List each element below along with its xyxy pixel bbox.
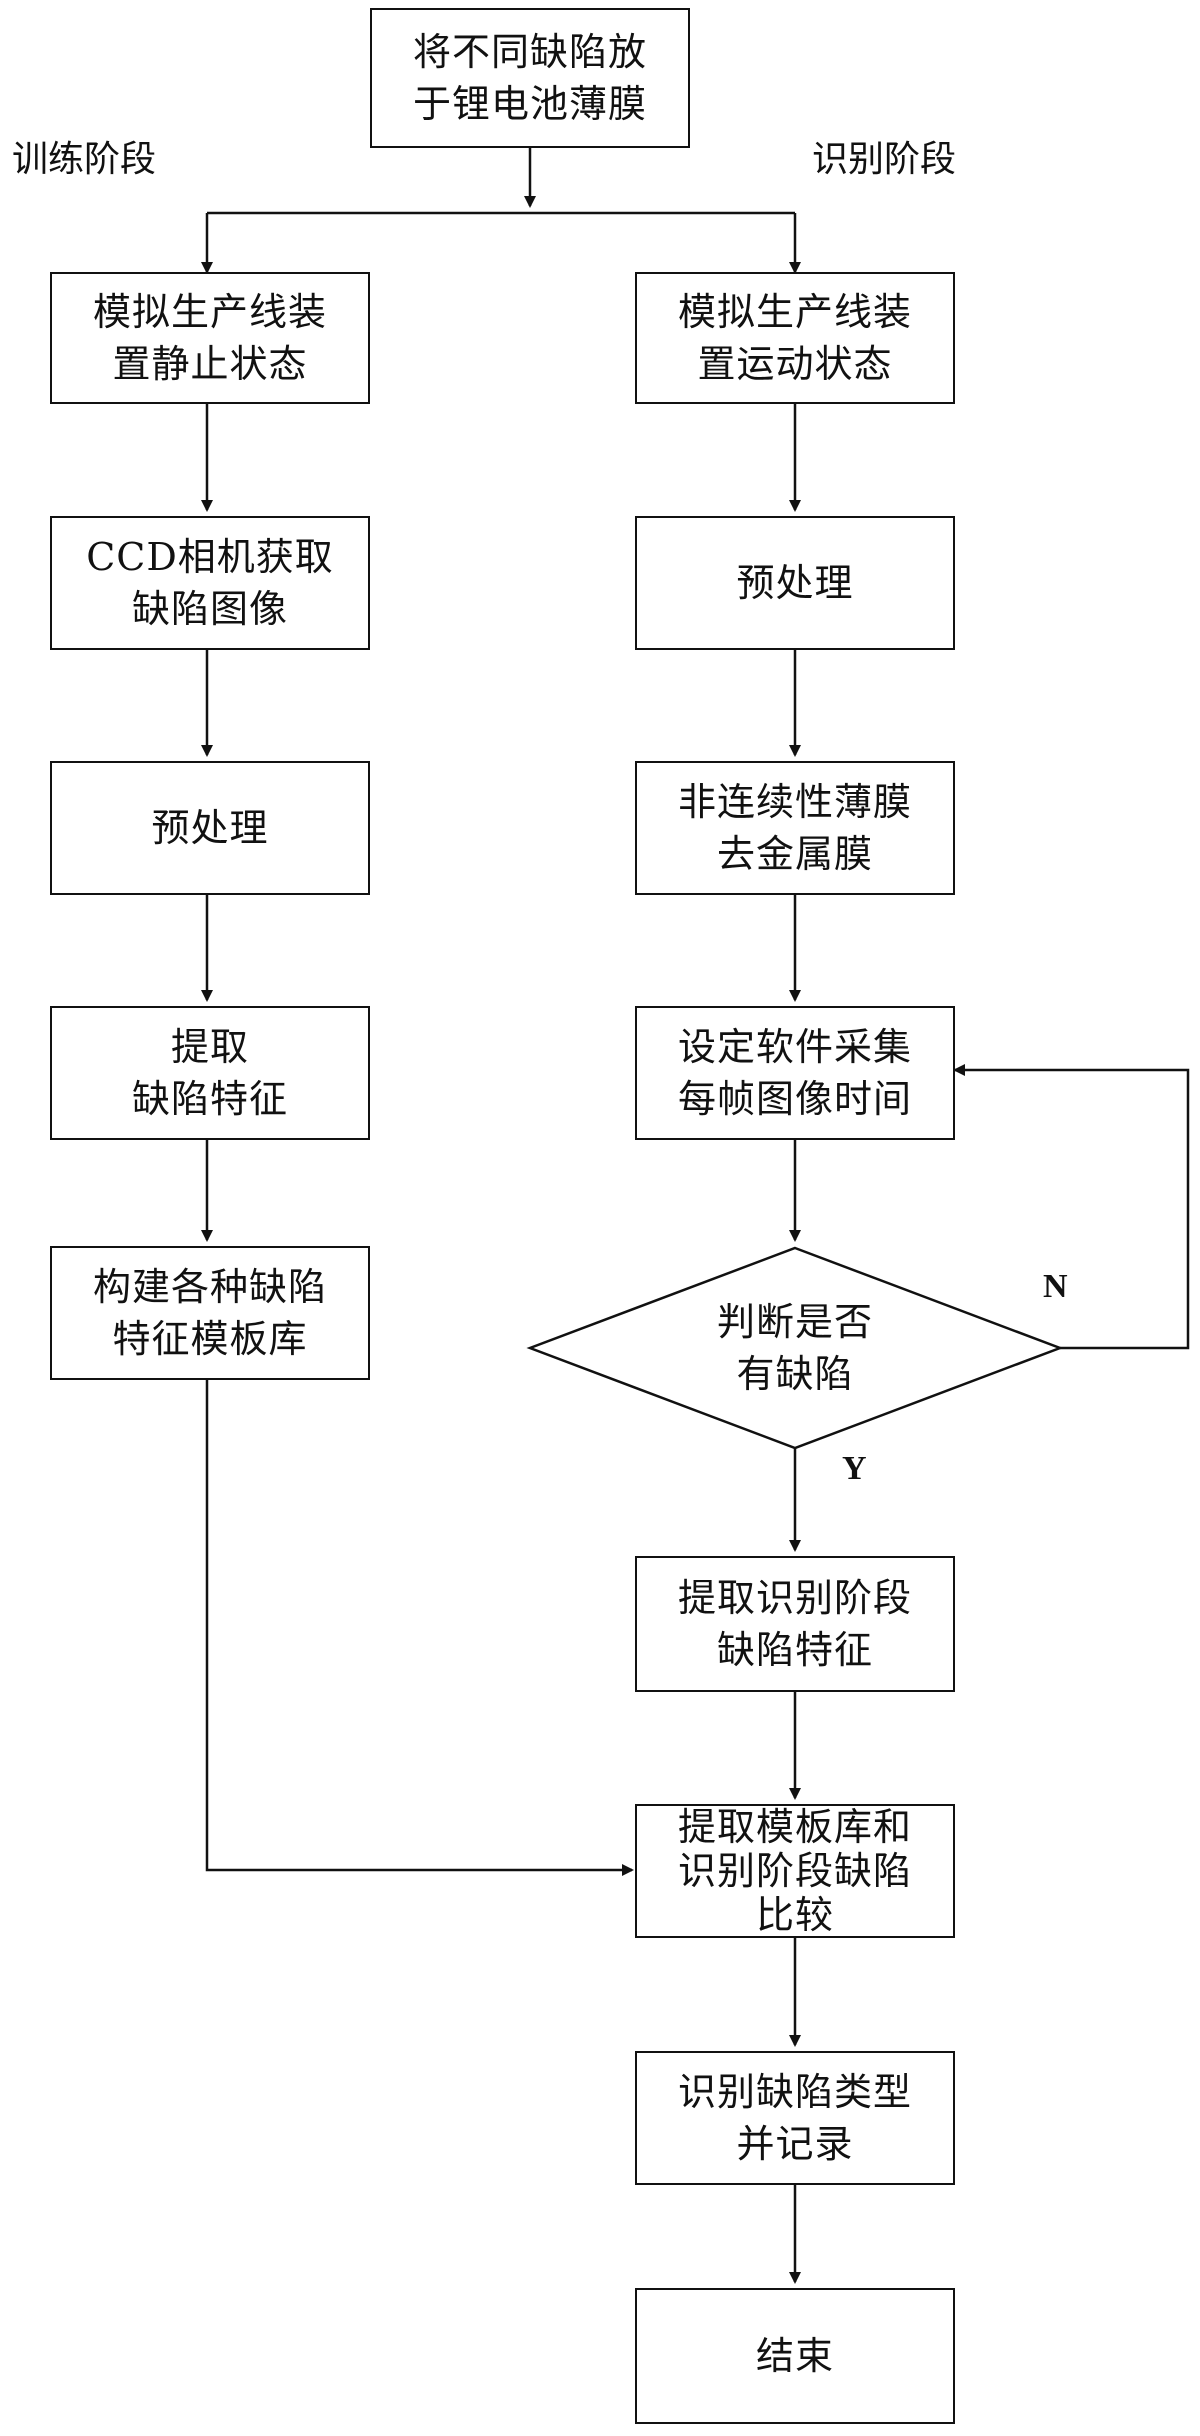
recognition-step-1: 模拟生产线装 置运动状态 bbox=[635, 272, 955, 404]
training-step-2-text: CCD相机获取 缺陷图像 bbox=[86, 535, 334, 631]
yes-label: Y bbox=[842, 1450, 867, 1487]
training-step-5: 构建各种缺陷 特征模板库 bbox=[50, 1246, 370, 1380]
after-step-3-text: 识别缺陷类型 并记录 bbox=[677, 2070, 912, 2166]
no-label: N bbox=[1043, 1268, 1068, 1305]
training-step-1: 模拟生产线装 置静止状态 bbox=[50, 272, 370, 404]
start-box: 将不同缺陷放 于锂电池薄膜 bbox=[370, 8, 690, 148]
after-step-1-text: 提取识别阶段 缺陷特征 bbox=[677, 1576, 912, 1672]
training-step-2: CCD相机获取 缺陷图像 bbox=[50, 516, 370, 650]
recognition-step-2-text: 预处理 bbox=[736, 561, 854, 605]
training-step-4: 提取 缺陷特征 bbox=[50, 1006, 370, 1140]
recognition-step-2: 预处理 bbox=[635, 516, 955, 650]
recognition-step-4-text: 设定软件采集 每帧图像时间 bbox=[677, 1025, 912, 1121]
recognition-step-3: 非连续性薄膜 去金属膜 bbox=[635, 761, 955, 895]
after-step-3: 识别缺陷类型 并记录 bbox=[635, 2051, 955, 2185]
compare-box: 提取模板库和 识别阶段缺陷 比较 bbox=[635, 1804, 955, 1938]
arrow-no-loop bbox=[953, 1064, 1190, 1350]
recognition-stage-label: 识别阶段 bbox=[812, 139, 957, 180]
decision-text: 判断是否 有缺陷 bbox=[716, 1300, 873, 1396]
end-box: 结束 bbox=[635, 2288, 955, 2424]
training-step-5-text: 构建各种缺陷 特征模板库 bbox=[92, 1265, 327, 1361]
training-step-3-text: 预处理 bbox=[151, 806, 269, 850]
training-step-1-text: 模拟生产线装 置静止状态 bbox=[92, 290, 327, 386]
after-step-1: 提取识别阶段 缺陷特征 bbox=[635, 1556, 955, 1692]
compare-box-text: 提取模板库和 识别阶段缺陷 比较 bbox=[677, 1805, 912, 1937]
recognition-step-4: 设定软件采集 每帧图像时间 bbox=[635, 1006, 955, 1140]
end-text: 结束 bbox=[755, 2334, 834, 2378]
training-step-3: 预处理 bbox=[50, 761, 370, 895]
arrow-library-to-compare bbox=[205, 1380, 634, 1876]
training-stage-label: 训练阶段 bbox=[12, 139, 157, 180]
recognition-step-3-text: 非连续性薄膜 去金属膜 bbox=[677, 780, 912, 876]
training-step-4-text: 提取 缺陷特征 bbox=[131, 1025, 288, 1121]
start-text: 将不同缺陷放 于锂电池薄膜 bbox=[412, 30, 647, 126]
recognition-step-1-text: 模拟生产线装 置运动状态 bbox=[677, 290, 912, 386]
